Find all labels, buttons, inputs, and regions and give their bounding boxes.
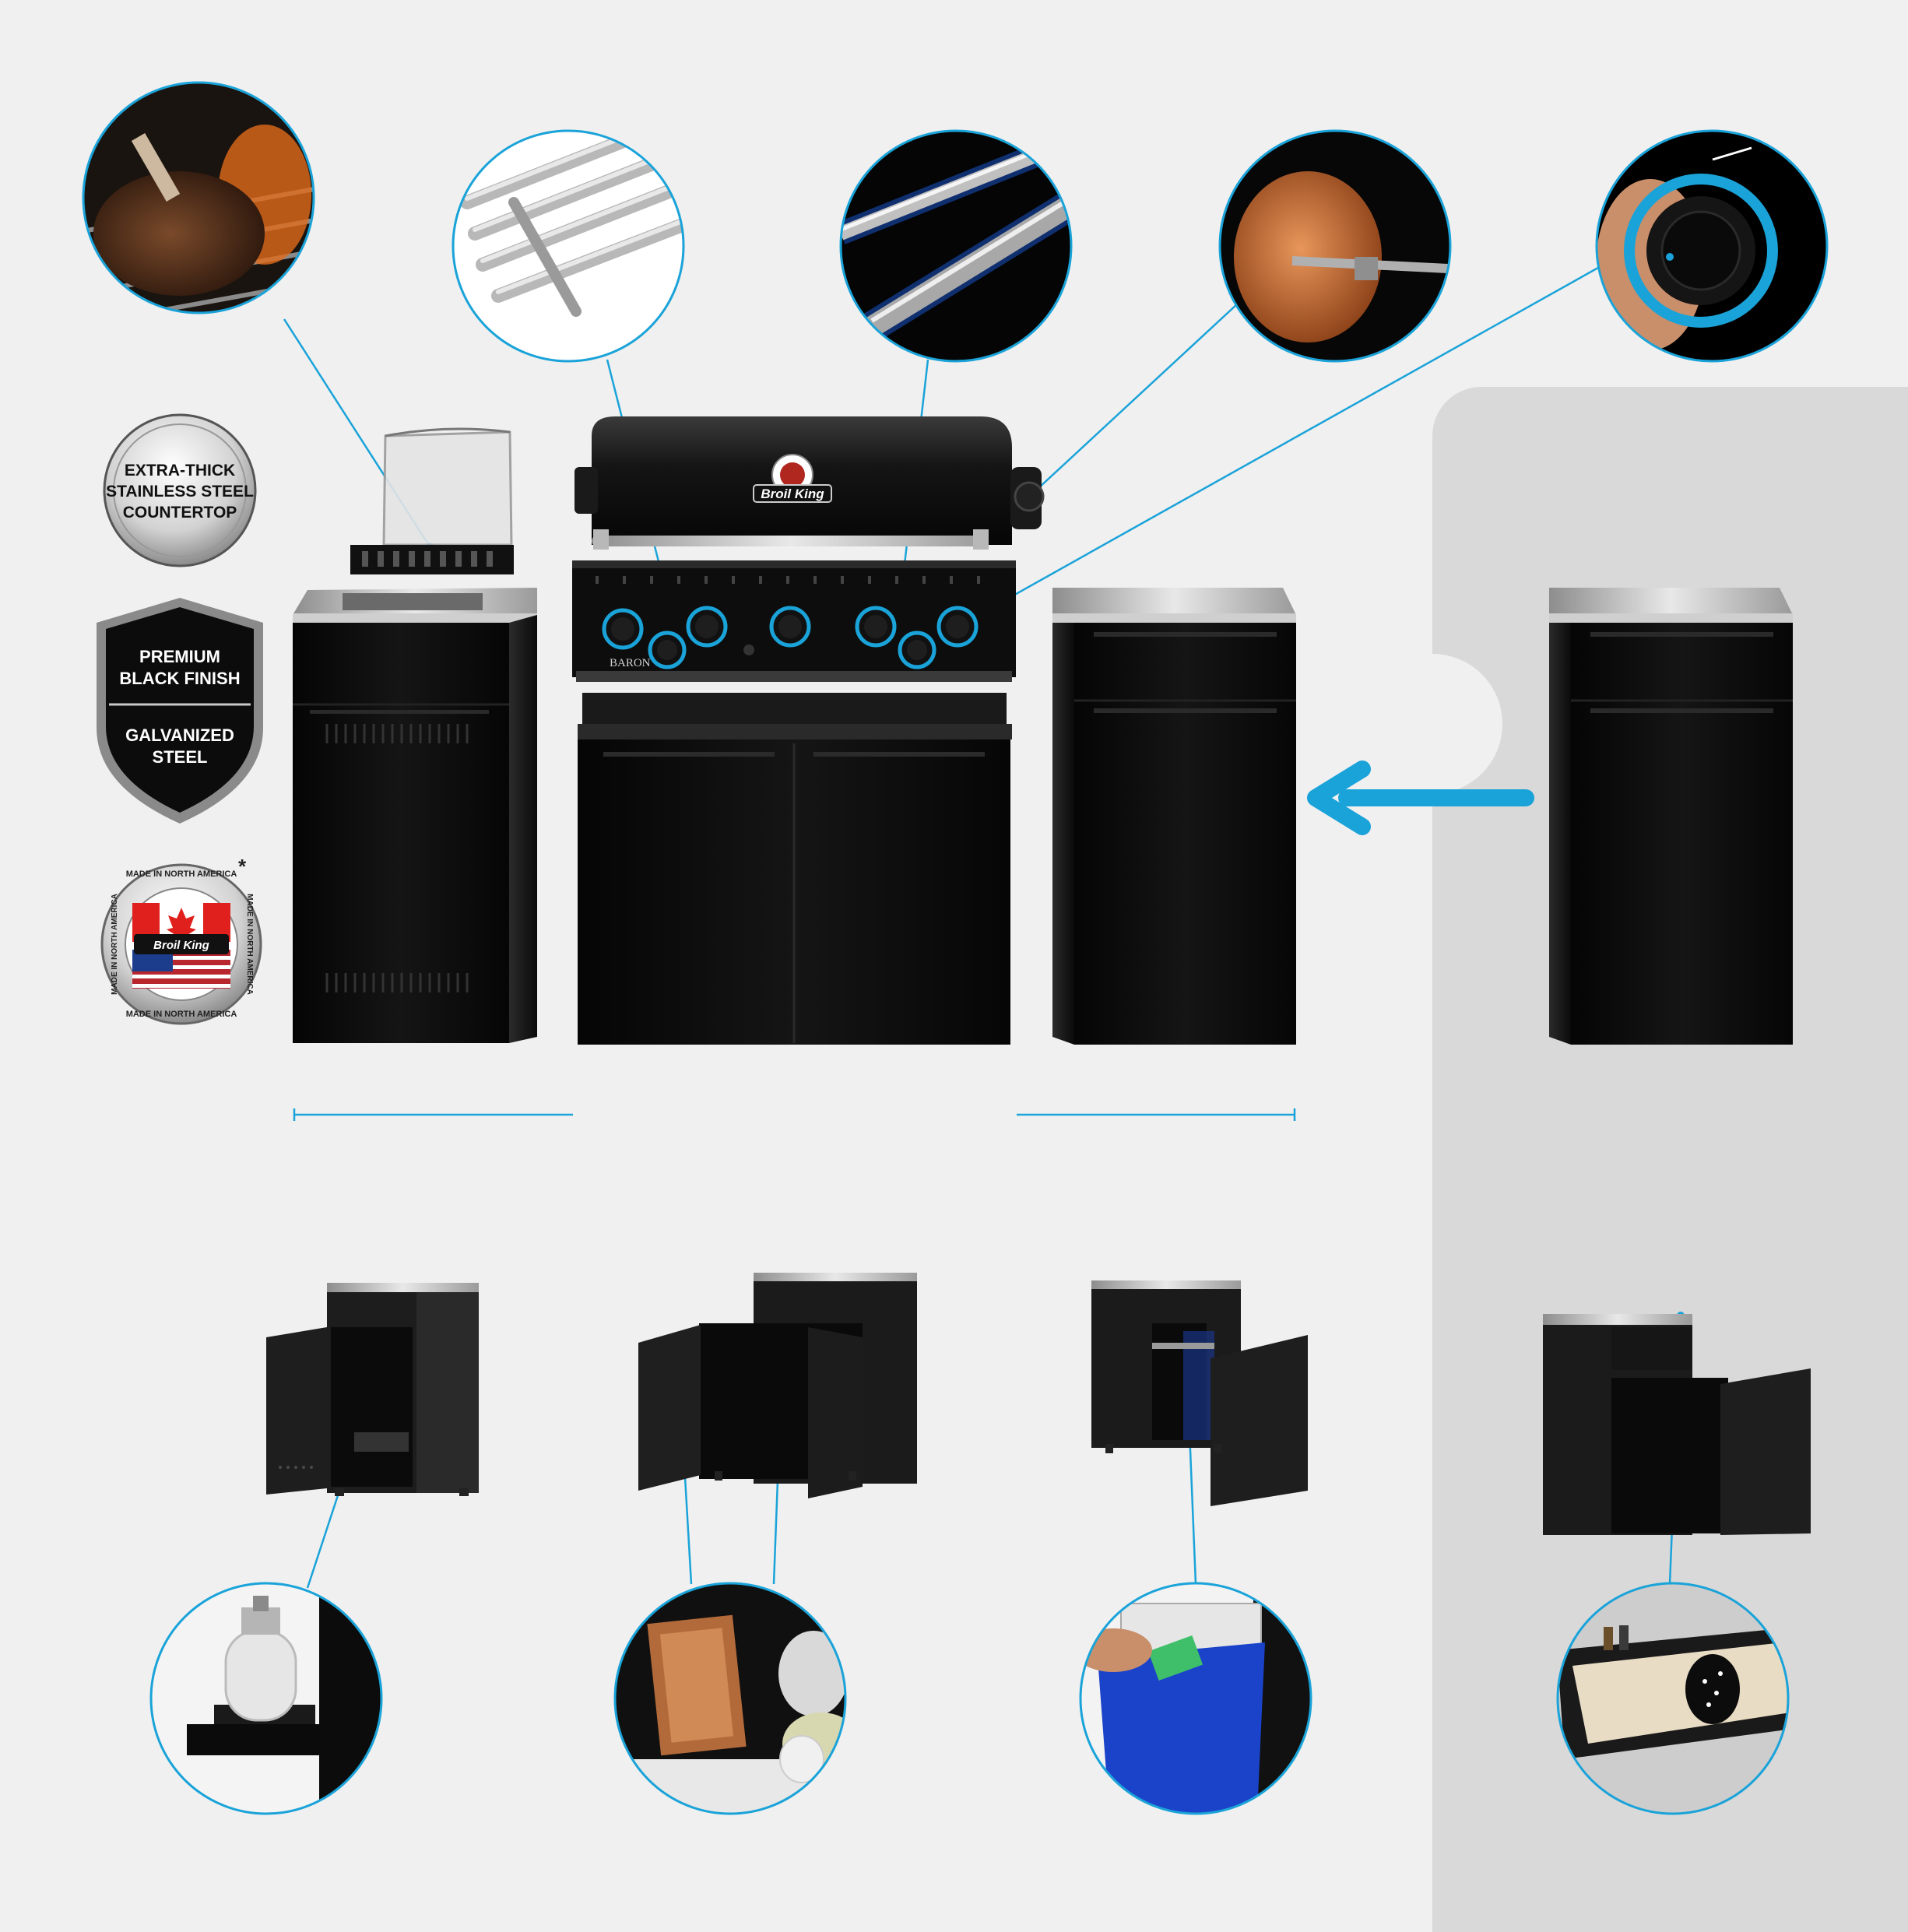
- grill-model: BARON: [610, 657, 651, 669]
- origin-asterisk: *: [238, 855, 247, 878]
- right-cabinet: [1052, 588, 1296, 1045]
- grill-knobs: [602, 606, 979, 669]
- maple-leaf-icon: [167, 908, 196, 939]
- side-burner: [350, 427, 514, 574]
- origin-badge: Broil King MADE IN NORTH AMERICA MADE IN…: [100, 855, 262, 1025]
- steak-circle: [82, 81, 315, 314]
- badge-countertop-line2: STAINLESS STEEL: [106, 483, 254, 501]
- grates-circle: [452, 129, 685, 363]
- badge-finish-line2: BLACK FINISH: [119, 669, 240, 688]
- countertop-badge: EXTRA-THICK STAINLESS STEEL COUNTERTOP: [103, 413, 257, 567]
- trash-cabinet-open: [1091, 1280, 1308, 1506]
- burners-circle: [839, 129, 1073, 363]
- grill: Broil King: [572, 416, 1045, 1045]
- left-cabinet: [293, 588, 537, 1043]
- propane-cabinet-open: [266, 1283, 479, 1496]
- propane-tank-circle: [149, 1582, 383, 1815]
- badge-countertop-line3: COUNTERTOP: [123, 504, 237, 522]
- origin-ring-bottom: MADE IN NORTH AMERICA: [126, 1010, 237, 1019]
- origin-brand: Broil King: [153, 939, 209, 952]
- drawer-circle: [1556, 1582, 1790, 1815]
- badge-finish-line3: GALVANIZED: [125, 725, 234, 745]
- badge-countertop-line1: EXTRA-THICK: [125, 462, 235, 479]
- storage-circle: [613, 1582, 847, 1815]
- drawer-door-cabinet-open: [1543, 1314, 1811, 1535]
- rotisserie-circle: [1218, 129, 1452, 363]
- arrow-left-icon: [1307, 761, 1534, 835]
- double-door-cabinet-open: [638, 1273, 917, 1498]
- finish-badge: PREMIUM BLACK FINISH GALVANIZED STEEL: [97, 598, 263, 824]
- trash-bin-circle: [1079, 1582, 1312, 1815]
- callout-lines: [283, 263, 1682, 1589]
- badge-finish-line4: STEEL: [153, 747, 208, 767]
- optional-cabinet: [1549, 588, 1793, 1045]
- grill-logo: Broil King: [761, 487, 824, 501]
- origin-ring-top: MADE IN NORTH AMERICA: [126, 869, 237, 879]
- origin-ring-right: MADE IN NORTH AMERICA: [245, 894, 254, 995]
- origin-ring-left: MADE IN NORTH AMERICA: [111, 894, 119, 995]
- knob-circle: [1595, 129, 1829, 363]
- badge-finish-line1: PREMIUM: [139, 647, 220, 666]
